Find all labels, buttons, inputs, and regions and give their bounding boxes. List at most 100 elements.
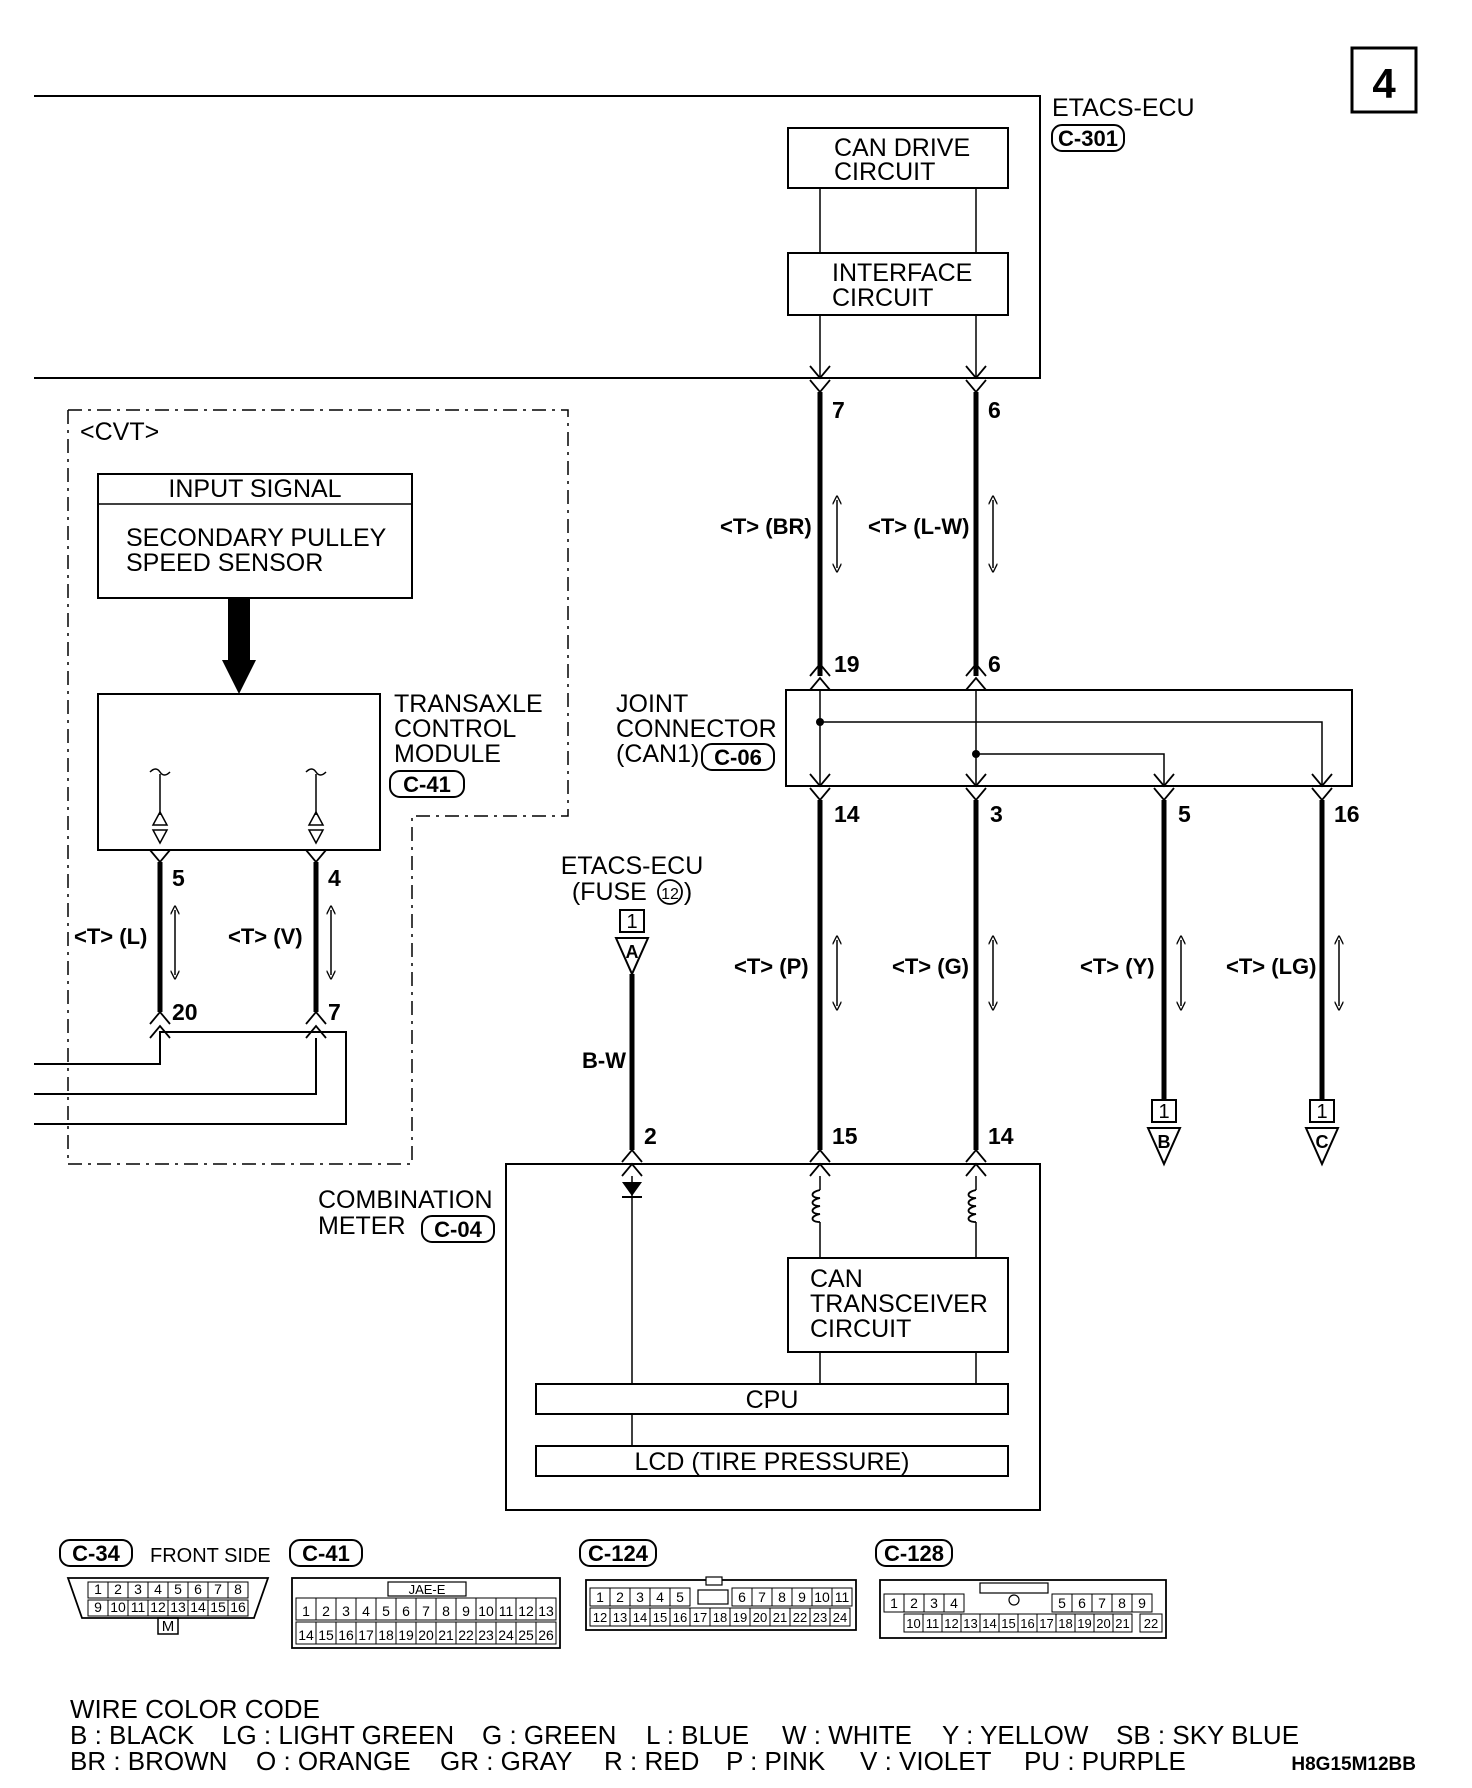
- tcm-line3: MODULE: [394, 740, 501, 768]
- c128-pin-label: 12: [944, 1616, 958, 1631]
- c128-pin-label: 7: [1098, 1595, 1106, 1611]
- c128-pin-label: 3: [930, 1595, 938, 1611]
- can-transceiver-box: [787, 1257, 1009, 1353]
- tcm-connector: C-41: [403, 772, 451, 797]
- c41-cell: [535, 1621, 557, 1645]
- c41-pin-label: 13: [538, 1603, 554, 1619]
- legend-line1-item: B : BLACK: [70, 1720, 195, 1750]
- c124-pin-label: 21: [773, 1610, 787, 1625]
- c124-pin-label: 20: [753, 1610, 767, 1625]
- fuse-number-circle: [657, 879, 683, 905]
- c41-pin-label: 8: [442, 1603, 450, 1619]
- tcm-pin-5: 5: [172, 865, 185, 891]
- c34-pin-label: 7: [214, 1581, 222, 1597]
- legend-line2-item: BR : BROWN: [70, 1746, 227, 1776]
- c34-side: FRONT SIDE: [150, 1545, 271, 1567]
- c41-pin-label: 18: [378, 1627, 394, 1643]
- c124-pin-label: 17: [693, 1610, 707, 1625]
- legend-line2-item: PU : PURPLE: [1024, 1746, 1186, 1776]
- etacs-title: ETACS-ECU: [1052, 94, 1195, 122]
- upper-can-wires: 7 6 <T> (BR) <T> (L-W) 19 6: [720, 365, 1001, 691]
- lcd-box: [535, 1445, 1009, 1477]
- c128-pin-label: 22: [1144, 1616, 1158, 1631]
- c124-pin-label: 5: [676, 1589, 684, 1605]
- c41-pin-label: 6: [402, 1603, 410, 1619]
- c34-pin-label: 5: [174, 1581, 182, 1597]
- cpu-box: [535, 1383, 1009, 1415]
- c128-cell: [1139, 1613, 1163, 1633]
- joint-title1: JOINT: [616, 690, 688, 718]
- wire-lw-label: <T> (L-W): [868, 514, 969, 539]
- c34-name: C-34: [72, 1541, 120, 1566]
- tcm-line1: TRANSAXLE: [394, 690, 543, 718]
- c128-pin-label: 1: [890, 1595, 898, 1611]
- ref-c-box: 1: [1316, 1101, 1327, 1123]
- c41-cell: [535, 1597, 557, 1621]
- c128-cell: [1131, 1593, 1153, 1613]
- c41-pin-label: 21: [438, 1627, 454, 1643]
- c128-pin-label: 16: [1020, 1616, 1034, 1631]
- legend-line1-item: G : GREEN: [482, 1720, 616, 1750]
- tcm-box: [97, 693, 381, 851]
- c128-pin-label: 2: [910, 1595, 918, 1611]
- joint-connector-tag: C-06: [701, 743, 775, 771]
- signal-flow-arrowhead: [222, 660, 256, 694]
- can-drive-line1: CAN DRIVE: [834, 134, 970, 162]
- meter-title1: COMBINATION: [318, 1186, 493, 1214]
- c34-pin-label: 13: [170, 1599, 186, 1615]
- c34-pin-label: 12: [150, 1599, 166, 1615]
- c34-pin-label: 2: [114, 1581, 122, 1597]
- c41-pin-label: 17: [358, 1627, 374, 1643]
- c128-pin-label: 20: [1096, 1616, 1110, 1631]
- input-signal-box: [97, 473, 413, 599]
- fuse-number: 12: [661, 886, 679, 903]
- c34-pin-label: 4: [154, 1581, 162, 1597]
- wire-y-label: <T> (Y): [1080, 954, 1155, 979]
- c124-pin-label: 12: [593, 1610, 607, 1625]
- c124-pin-label: 13: [613, 1610, 627, 1625]
- c128-cell: [1112, 1613, 1133, 1633]
- c34-pin-label: 15: [210, 1599, 226, 1615]
- legend-line2-item: GR : GRAY: [440, 1746, 572, 1776]
- cpu-label: CPU: [746, 1386, 799, 1414]
- c124-pin-label: 22: [793, 1610, 807, 1625]
- legend-line2-item: R : RED: [604, 1746, 699, 1776]
- meter-connector-tag: C-04: [421, 1215, 495, 1243]
- c124-pin-label: 16: [673, 1610, 687, 1625]
- c41-pin-label: 3: [342, 1603, 350, 1619]
- fuse-feed: ETACS-ECU (FUSE ) 12 1 A B-W 2: [561, 852, 703, 1177]
- fuse-box: 1: [626, 911, 637, 933]
- c41-header: JAE-E: [409, 1582, 446, 1597]
- meter-box: [505, 1163, 1041, 1511]
- c41-pin-label: 7: [422, 1603, 430, 1619]
- c128-pin-label: 6: [1078, 1595, 1086, 1611]
- c41-pin-label: 1: [302, 1603, 310, 1619]
- c41-pin-label: 26: [538, 1627, 554, 1643]
- c128-pin-label: 4: [950, 1595, 958, 1611]
- c41-pin-label: 12: [518, 1603, 534, 1619]
- ref-b-box: 1: [1158, 1101, 1169, 1123]
- joint-pin-6: 6: [988, 651, 1001, 677]
- c124-pin-label: 6: [738, 1589, 746, 1605]
- joint-connector-code: C-06: [714, 745, 762, 770]
- etacs-ecu: ETACS-ECU C-301 CAN DRIVE CIRCUIT INTERF…: [34, 94, 1195, 379]
- joint-pin-5: 5: [1178, 801, 1191, 827]
- c124-cell: [829, 1607, 851, 1627]
- lower-can-wires: <T> (P) <T> (G) <T> (Y) <T> (LG) 1 B 1 C…: [734, 800, 1339, 1177]
- legend-line2-item: O : ORANGE: [256, 1746, 411, 1776]
- c128-cell: [943, 1593, 965, 1613]
- joint-pin-16: 16: [1334, 801, 1360, 827]
- joint-can: (CAN1): [616, 740, 699, 768]
- c41-pin-label: 20: [418, 1627, 434, 1643]
- can-transceiver-line1: CAN: [810, 1265, 863, 1293]
- can-drive-line2: CIRCUIT: [834, 158, 935, 186]
